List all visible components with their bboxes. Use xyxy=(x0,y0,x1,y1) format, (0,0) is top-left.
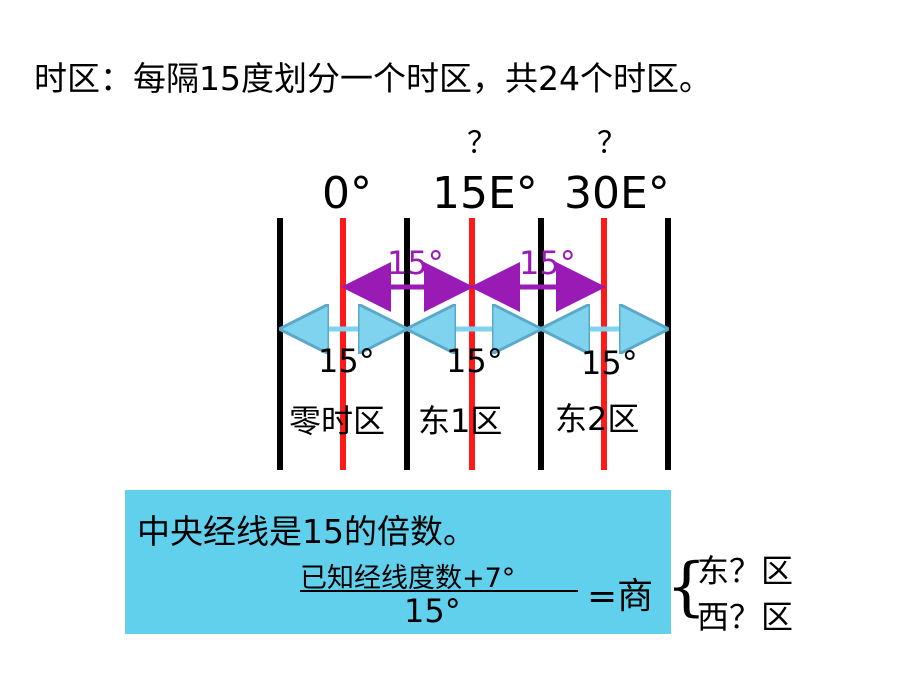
fraction-bar xyxy=(300,590,578,592)
meridian-label-30e: 30E° xyxy=(564,168,670,219)
zone-width-label-1: 15° xyxy=(318,342,375,380)
formula-result: =商 xyxy=(587,576,654,617)
question-mark-15e: ？ xyxy=(467,126,497,161)
meridian-label-15e: 15E° xyxy=(432,168,538,219)
zone-name-zero: 零时区 xyxy=(289,402,386,440)
formula-numerator: 已知经线度数+7° xyxy=(300,563,516,594)
central-spacing-label-1: 15° xyxy=(387,244,444,282)
zone-width-label-2: 15° xyxy=(446,342,503,380)
formula-box xyxy=(125,490,671,634)
meridian-label-0: 0° xyxy=(322,168,372,219)
zone-name-east-1: 东1区 xyxy=(418,402,503,440)
outcome-east: 东？区 xyxy=(697,552,794,590)
formula-denominator: 15° xyxy=(404,592,461,630)
central-meridian-rule: 中央经线是15的倍数。 xyxy=(137,512,476,551)
question-mark-30e: ？ xyxy=(597,126,627,161)
central-spacing-label-2: 15° xyxy=(519,244,576,282)
brace-symbol: { xyxy=(666,550,707,624)
outcome-west: 西？区 xyxy=(697,598,794,636)
zone-name-east-2: 东2区 xyxy=(555,400,640,438)
zone-width-label-3: 15° xyxy=(581,344,638,382)
page-title: 时区：每隔15度划分一个时区，共24个时区。 xyxy=(34,59,712,98)
